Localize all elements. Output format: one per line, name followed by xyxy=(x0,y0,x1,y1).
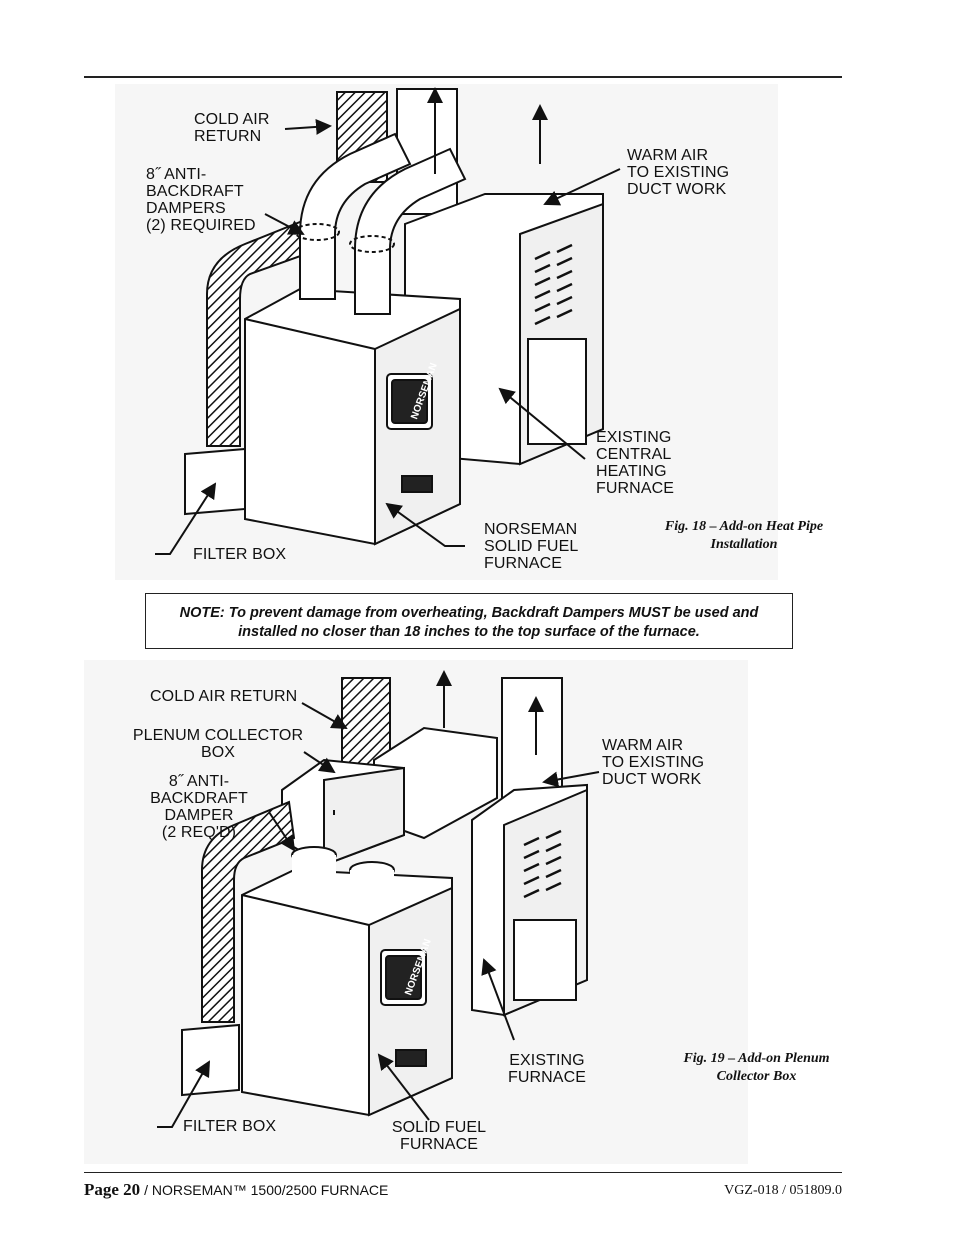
dampers-label: 8˝ ANTI- BACKDRAFT DAMPERS (2) REQUIRED xyxy=(146,166,256,234)
figure-19-illustration: COLD AIR RETURN PLENUM COLLECTOR BOX 8˝ … xyxy=(84,660,748,1164)
plenum-collector-label: PLENUM COLLECTOR BOX xyxy=(132,727,304,761)
figure-18-caption: Fig. 18 – Add-on Heat Pipe Installation xyxy=(664,519,824,552)
product-name: / NORSEMAN™ 1500/2500 FURNACE xyxy=(144,1182,389,1198)
filter-box-label-2: FILTER BOX xyxy=(183,1118,277,1135)
heat-pipe-installation-drawing xyxy=(155,87,621,555)
warm-air-label: WARM AIR TO EXISTING DUCT WORK xyxy=(627,147,730,198)
document-code: VGZ-018 / 051809.0 xyxy=(724,1183,842,1198)
figure-18-illustration: COLD AIR RETURN 8˝ ANTI- BACKDRAFT DAMPE… xyxy=(115,84,778,580)
solid-fuel-furnace-label: SOLID FUEL FURNACE xyxy=(391,1119,487,1153)
footer-rule xyxy=(84,1172,842,1173)
cold-air-return-label-2: COLD AIR RETURN xyxy=(150,688,298,705)
footer-page-info: Page 20 / NORSEMAN™ 1500/2500 FURNACE xyxy=(84,1180,388,1200)
norseman-furnace-label: NORSEMAN SOLID FUEL FURNACE xyxy=(484,521,579,572)
cold-air-return-label: COLD AIR RETURN xyxy=(194,111,270,145)
existing-furnace-label: EXISTING CENTRAL HEATING FURNACE xyxy=(596,429,675,497)
header-rule xyxy=(84,76,842,78)
warm-air-label-2: WARM AIR TO EXISTING DUCT WORK xyxy=(602,737,705,788)
filter-box-label: FILTER BOX xyxy=(193,546,287,563)
damper-label: 8˝ ANTI- BACKDRAFT DAMPER (2 REQ'D) xyxy=(150,773,248,841)
page-number: Page 20 xyxy=(84,1180,141,1199)
plenum-collector-drawing xyxy=(157,670,600,1128)
existing-furnace-label-2: EXISTING FURNACE xyxy=(507,1052,587,1086)
overheating-note-text: NOTE: To prevent damage from overheating… xyxy=(179,605,759,640)
overheating-note-box: NOTE: To prevent damage from overheating… xyxy=(145,593,793,649)
figure-19-caption: Fig. 19 – Add-on Plenum Collector Box xyxy=(683,1051,830,1084)
